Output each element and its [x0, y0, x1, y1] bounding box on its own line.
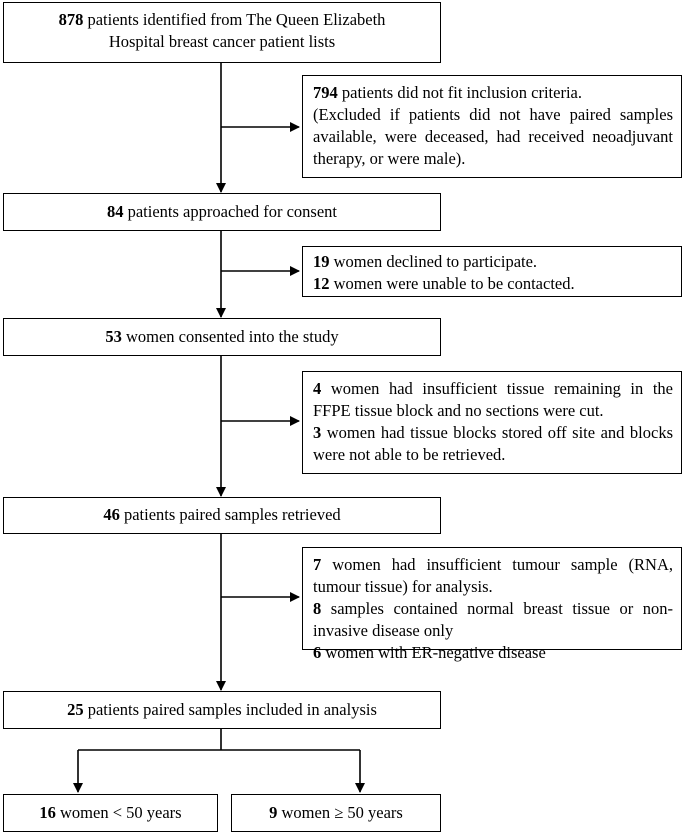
- exclusion-box-3: 4 women had insufficient tissue remainin…: [302, 371, 682, 474]
- exclusion-2-item-2: 12 women were unable to be contacted.: [313, 274, 575, 293]
- group-under-50-text: women < 50 years: [55, 803, 182, 822]
- step-included-text: patients paired samples included in anal…: [83, 700, 377, 719]
- group-under-50-count: 16: [39, 803, 56, 822]
- step-included-count: 25: [67, 700, 84, 719]
- exclusion-4-item-3: 6 women with ER-negative disease: [313, 643, 546, 662]
- step-approached-box: 84 patients approached for consent: [3, 193, 441, 231]
- exclusion-4-item-2: 8 samples contained normal breast tissue…: [313, 599, 673, 640]
- step-consented-count: 53: [105, 327, 122, 346]
- step-retrieved-text: patients paired samples retrieved: [119, 505, 341, 524]
- step-included-box: 25 patients paired samples included in a…: [3, 691, 441, 729]
- step-approached-count: 84: [106, 202, 124, 221]
- step-consented-text: women consented into the study: [121, 327, 339, 346]
- step-identified-count: 878: [58, 10, 84, 29]
- group-50-plus-count: 9: [269, 803, 278, 822]
- group-under-50-box: 16 women < 50 years: [3, 794, 218, 832]
- group-50-plus-box: 9 women ≥ 50 years: [231, 794, 441, 832]
- group-50-plus-text: women ≥ 50 years: [277, 803, 403, 822]
- step-identified-text: patients identified from The Queen Eliza…: [83, 10, 386, 29]
- exclusion-box-4: 7 women had insufficient tumour sample (…: [302, 547, 682, 662]
- exclusion-4-item-1: 7 women had insufficient tumour sample (…: [313, 555, 673, 596]
- exclusion-box-2: 19 women declined to participate. 12 wom…: [302, 246, 682, 297]
- exclusion-3-item-1: 4 women had insufficient tissue remainin…: [313, 379, 673, 420]
- exclusion-2-item-1: 19 women declined to participate.: [313, 252, 538, 271]
- step-identified-text-2: Hospital breast cancer patient lists: [108, 32, 336, 51]
- step-retrieved-box: 46 patients paired samples retrieved: [3, 497, 441, 534]
- exclusion-1-item-2: (Excluded if patients did not have paire…: [313, 105, 673, 168]
- exclusion-box-1: 794 patients did not fit inclusion crite…: [302, 75, 682, 178]
- step-consented-box: 53 women consented into the study: [3, 318, 441, 356]
- step-identified-box: 878 patients identified from The Queen E…: [3, 2, 441, 63]
- exclusion-3-item-2: 3 women had tissue blocks stored off sit…: [313, 423, 673, 464]
- step-approached-text: patients approached for consent: [123, 202, 337, 221]
- step-retrieved-count: 46: [103, 505, 120, 524]
- exclusion-1-item-1: 794 patients did not fit inclusion crite…: [313, 83, 582, 102]
